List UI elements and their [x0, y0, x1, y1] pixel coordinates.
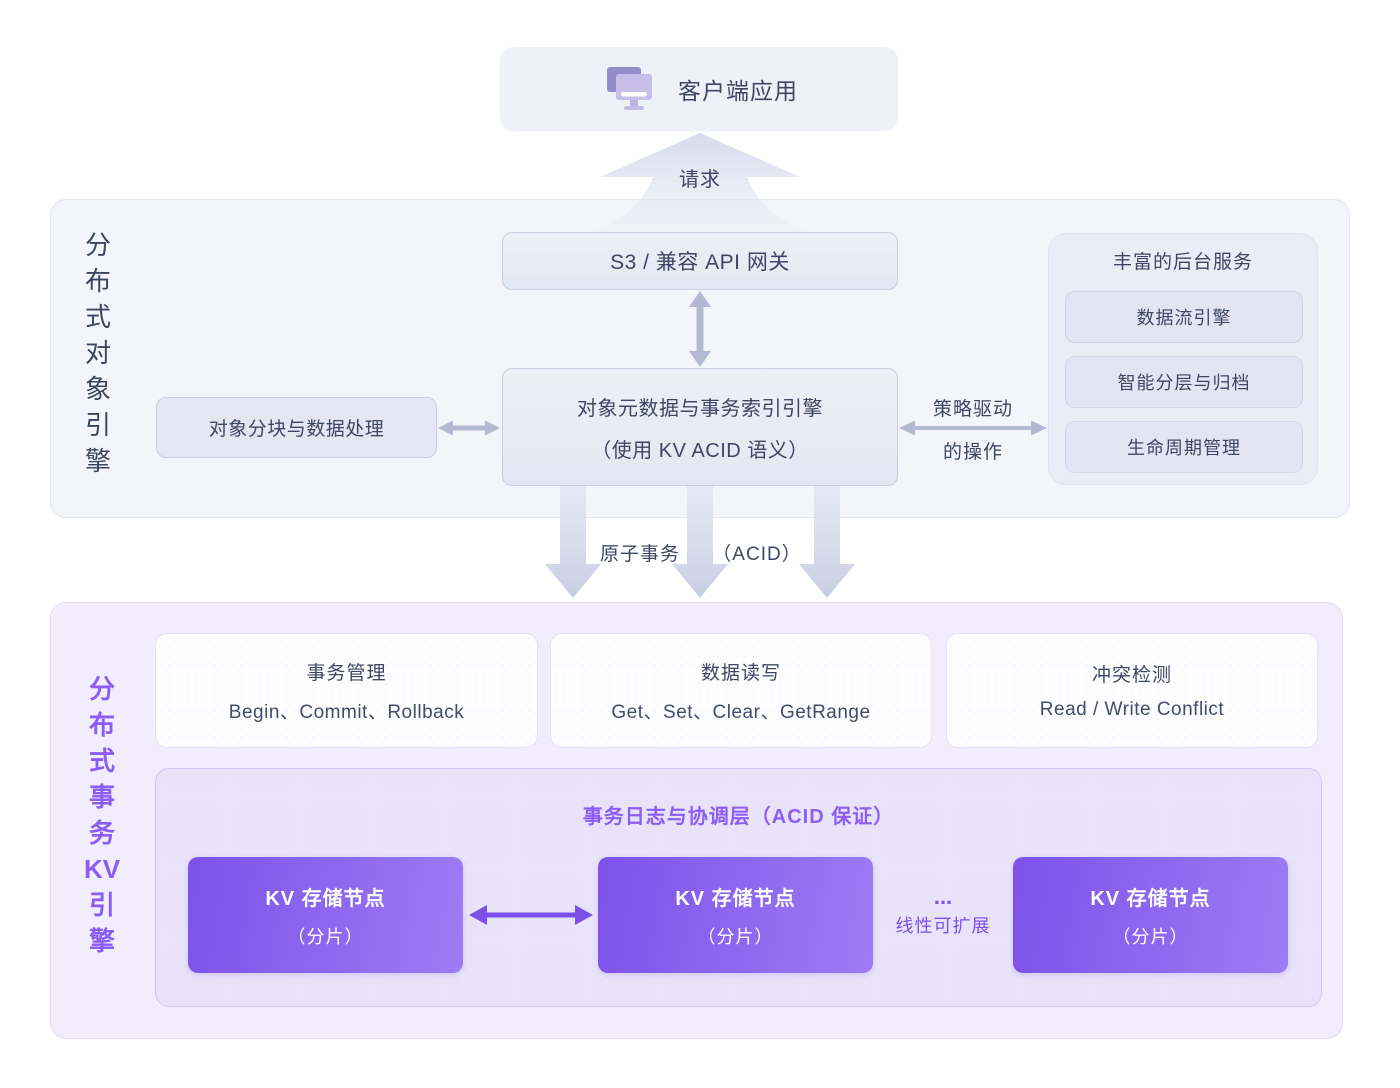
api-gateway-box: S3 / 兼容 API 网关 [502, 232, 898, 290]
policy-arrow-label: 策略驱动 的操作 [897, 394, 1049, 464]
kv-engine-vertical-label: 分 布 式 事 务 KV 引 擎 [83, 674, 121, 956]
gateway-engine-arrow [689, 291, 711, 367]
transaction-card-subtitle: Begin、Commit、Rollback [228, 701, 465, 723]
backend-services-card: 丰富的后台服务 数据流引擎 智能分层与归档 生命周期管理 [1048, 233, 1318, 485]
data-readwrite-card-subtitle: Get、Set、Clear、GetRange [611, 701, 871, 723]
kv-node-1-label: KV 存储节点 [265, 887, 386, 910]
backend-services-title: 丰富的后台服务 [1112, 252, 1253, 273]
kv-node-2-shard-label: （分片） [697, 926, 774, 947]
metadata-engine-box: 对象元数据与事务索引引擎 （使用 KV ACID 语义） [502, 368, 898, 486]
coordination-layer-title: 事务日志与协调层（ACID 保证） [582, 806, 895, 828]
api-gateway-label: S3 / 兼容 API 网关 [610, 251, 790, 274]
client-app-label: 客户端应用 [678, 78, 798, 104]
kv-node-3: KV 存储节点 （分片） [1013, 857, 1288, 973]
data-readwrite-card-title: 数据读写 [700, 662, 781, 684]
metadata-engine-line1: 对象元数据与事务索引引擎 [577, 397, 823, 420]
chunking-label: 对象分块与数据处理 [208, 419, 385, 440]
conflict-card-subtitle: Read / Write Conflict [1039, 699, 1225, 720]
backend-service-item-tiering: 智能分层与归档 [1065, 356, 1303, 408]
request-arrow-label: 请求 [679, 169, 721, 191]
kv-node-3-label: KV 存储节点 [1090, 887, 1211, 910]
policy-arrow-line1: 策略驱动 [932, 399, 1013, 420]
scalability-label: ... 线性可扩展 [873, 886, 1013, 938]
atomic-arrow-right [799, 486, 855, 598]
conflict-card-title: 冲突检测 [1091, 665, 1172, 686]
kv-node-arrow [469, 905, 593, 925]
kv-node-1: KV 存储节点 （分片） [188, 857, 463, 973]
atomic-arrow-middle [672, 486, 728, 598]
backend-service-item-stream: 数据流引擎 [1065, 291, 1303, 343]
chunking-engine-arrow [438, 420, 500, 436]
backend-service-item-lifecycle: 生命周期管理 [1065, 421, 1303, 473]
atomic-arrow-acid-label: （ACID） [712, 544, 802, 565]
request-arrow [563, 133, 837, 241]
kv-node-1-shard-label: （分片） [287, 926, 364, 947]
kv-node-2-label: KV 存储节点 [675, 887, 796, 910]
metadata-engine-line2: （使用 KV ACID 语义） [591, 439, 809, 462]
kv-node-2: KV 存储节点 （分片） [598, 857, 873, 973]
transaction-card-title: 事务管理 [306, 662, 387, 684]
transaction-management-card: 事务管理 Begin、Commit、Rollback [155, 633, 538, 748]
conflict-detection-card: 冲突检测 Read / Write Conflict [946, 633, 1318, 748]
data-readwrite-card: 数据读写 Get、Set、Clear、GetRange [550, 633, 932, 748]
client-app-box: 客户端应用 [500, 47, 898, 131]
object-engine-vertical-label: 分 布 式 对 象 引 擎 [84, 230, 111, 476]
kv-node-3-shard-label: （分片） [1112, 926, 1189, 947]
policy-arrow-line2: 的操作 [942, 442, 1003, 463]
policy-arrow [899, 420, 1047, 436]
monitor-icon [607, 67, 652, 110]
ellipsis-icon: ... [933, 884, 953, 909]
atomic-arrow-label: 原子事务 [599, 544, 681, 565]
atomic-arrow-left [545, 486, 601, 598]
scalability-text: 线性可扩展 [895, 916, 991, 936]
chunking-box: 对象分块与数据处理 [156, 397, 437, 458]
